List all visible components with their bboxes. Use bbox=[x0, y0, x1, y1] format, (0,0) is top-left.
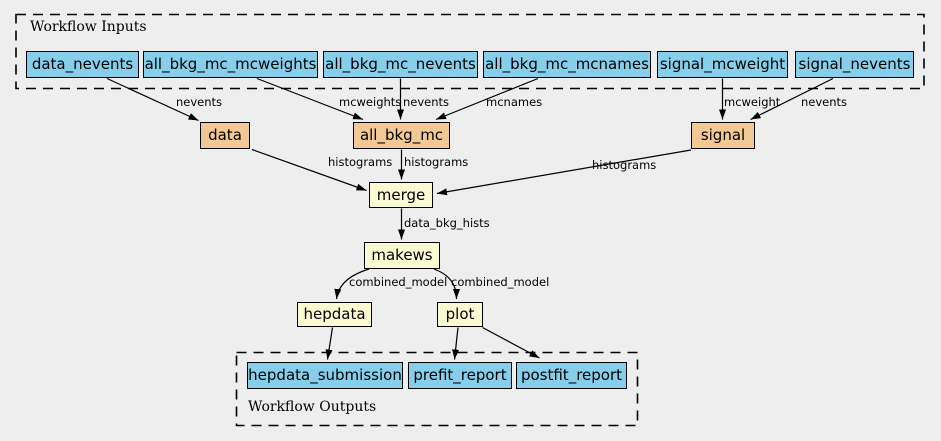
edge-plot-to-prefit-report bbox=[452, 327, 460, 360]
edge-label-mcweight: mcweight bbox=[724, 95, 781, 109]
edge-data-nevents-to-data bbox=[106, 77, 199, 122]
node-signal: signal bbox=[691, 122, 755, 149]
edge-data-to-merge bbox=[251, 148, 367, 192]
node-all-bkg-mc: all_bkg_mc bbox=[353, 122, 450, 149]
edge-label-histograms-all-bkg-mc: histograms bbox=[404, 155, 469, 169]
edge-nevents-to-signal bbox=[750, 77, 834, 121]
node-all-bkg-mc-nevents: all_bkg_mc_nevents bbox=[323, 51, 478, 78]
edge-label-nevents-to-signal: nevents bbox=[801, 95, 848, 109]
edge-makews-to-plot bbox=[433, 268, 460, 300]
node-signal-nevents: signal_nevents bbox=[795, 51, 914, 78]
edge-hepdata-to-hepdata-submission bbox=[325, 327, 334, 360]
node-all-bkg-mc-mcweights: all_bkg_mc_mcweights bbox=[143, 51, 318, 78]
edge-label-mcnames: mcnames bbox=[486, 95, 543, 109]
edge-label-nevents-to-all-bkg-mc: nevents bbox=[403, 95, 450, 109]
node-hepdata: hepdata bbox=[297, 302, 372, 327]
node-makews: makews bbox=[364, 242, 440, 269]
edge-plot-to-postfit-report bbox=[482, 326, 540, 359]
node-hepdata-submission: hepdata_submission bbox=[247, 362, 403, 389]
node-plot: plot bbox=[437, 302, 483, 327]
node-prefit-report: prefit_report bbox=[408, 362, 512, 389]
edge-makews-to-hepdata bbox=[334, 268, 370, 300]
edge-label-nevents-to-data: nevents bbox=[176, 95, 223, 109]
edge-mcnames-to-all-bkg-mc bbox=[435, 77, 539, 121]
edge-label-histograms-signal: histograms bbox=[592, 158, 657, 172]
edge-label-combined-model-plot: combined_model bbox=[451, 275, 550, 289]
workflow-inputs-cluster-border bbox=[15, 13, 925, 90]
edge-label-combined-model-hepdata: combined_model bbox=[349, 275, 448, 289]
node-postfit-report: postfit_report bbox=[516, 362, 627, 389]
node-signal-mcweight: signal_mcweight bbox=[657, 51, 788, 78]
workflow-outputs-label: Workflow Outputs bbox=[248, 399, 377, 415]
edge-label-mcweights: mcweights bbox=[339, 95, 402, 109]
node-merge: merge bbox=[369, 182, 433, 208]
node-all-bkg-mc-mcnames: all_bkg_mc_mcnames bbox=[483, 51, 651, 78]
edge-mcweights-to-all-bkg-mc bbox=[256, 77, 364, 121]
edge-signal-to-merge bbox=[436, 149, 692, 196]
node-data-nevents: data_nevents bbox=[26, 51, 139, 78]
workflow-inputs-label: Workflow Inputs bbox=[30, 19, 147, 35]
edge-label-data-bkg-hists: data_bkg_hists bbox=[404, 216, 490, 230]
edge-label-histograms-data: histograms bbox=[328, 155, 393, 169]
node-data: data bbox=[200, 122, 250, 149]
